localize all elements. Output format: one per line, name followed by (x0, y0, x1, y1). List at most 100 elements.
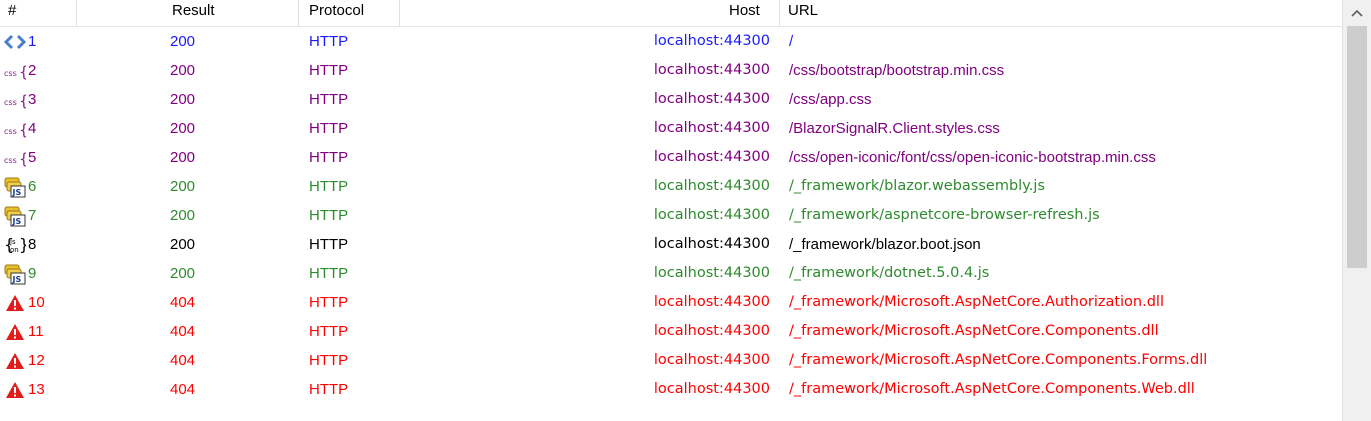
cell-result: 200 (170, 178, 196, 195)
session-list: 1200HTTPlocalhost:44300/css{2200HTTPloca… (0, 27, 1343, 404)
cell-url: /BlazorSignalR.Client.styles.css (789, 120, 1000, 137)
row-number: 8 (28, 236, 37, 253)
cell-host: localhost:44300 (653, 352, 770, 368)
column-divider[interactable] (76, 0, 77, 26)
warning-icon (4, 292, 26, 314)
cell-host: localhost:44300 (653, 294, 770, 310)
row-number: 5 (28, 149, 37, 166)
svg-text:on: on (10, 246, 19, 254)
chevron-up-icon[interactable] (1343, 0, 1371, 26)
cell-num: 10 (4, 288, 74, 317)
cell-protocol: HTTP (309, 265, 349, 282)
column-divider[interactable] (779, 0, 780, 26)
cell-num: 11 (4, 317, 74, 346)
row-number: 6 (28, 178, 37, 195)
table-row[interactable]: css{5200HTTPlocalhost:44300/css/open-ico… (0, 143, 1343, 172)
svg-text:css: css (4, 156, 17, 165)
css-icon: css{ (4, 118, 26, 140)
cell-num: css{5 (4, 143, 74, 172)
row-number: 1 (28, 33, 37, 50)
cell-result: 200 (170, 207, 196, 224)
svg-text:}: } (19, 235, 26, 254)
cell-url: /_framework/aspnetcore-browser-refresh.j… (789, 207, 1100, 223)
table-row[interactable]: css{2200HTTPlocalhost:44300/css/bootstra… (0, 56, 1343, 85)
css-icon: css{ (4, 89, 26, 111)
row-number: 11 (28, 323, 44, 340)
table-row[interactable]: 12 404 HTTP localhost:44300 /_framework/Micr… (0, 346, 1343, 375)
row-number: 3 (28, 91, 37, 108)
svg-text:JS: JS (12, 217, 22, 226)
cell-protocol: HTTP (309, 149, 349, 166)
cell-result: 404 (170, 381, 196, 398)
cell-host: localhost:44300 (653, 265, 770, 281)
cell-num: css{4 (4, 114, 74, 143)
cell-num: 1 (4, 27, 74, 56)
cell-num: css{3 (4, 85, 74, 114)
vertical-scrollbar[interactable] (1342, 0, 1371, 421)
cell-result: 404 (170, 352, 196, 369)
cell-protocol: HTTP (309, 352, 349, 369)
css-icon: css{ (4, 60, 26, 82)
column-header-num[interactable]: # (8, 2, 17, 19)
cell-protocol: HTTP (309, 207, 349, 224)
column-divider[interactable] (399, 0, 400, 26)
cell-url: /_framework/Microsoft.AspNetCore.Compone… (789, 381, 1195, 397)
cell-protocol: HTTP (309, 236, 349, 253)
cell-url: /_framework/blazor.webassembly.js (789, 178, 1045, 194)
cell-num: 13 (4, 375, 74, 404)
svg-text:{: { (19, 92, 26, 109)
cell-url: /_framework/blazor.boot.json (789, 236, 981, 253)
cell-protocol: HTTP (309, 62, 349, 79)
json-icon: {json} (4, 234, 26, 256)
svg-text:css: css (4, 98, 17, 107)
svg-text:{: { (19, 121, 26, 138)
cell-url: / (789, 33, 794, 50)
svg-text:css: css (4, 127, 17, 136)
cell-host: localhost:44300 (653, 120, 770, 136)
table-row[interactable]: {json}8 200 HTTP localhost:44300 /_framework… (0, 230, 1343, 259)
cell-url: /css/bootstrap/bootstrap.min.css (789, 62, 1005, 79)
cell-host: localhost:44300 (653, 178, 770, 194)
cell-url: /css/open-iconic/font/css/open-iconic-bo… (789, 149, 1156, 166)
cell-url: /css/app.css (789, 91, 872, 108)
cell-result: 200 (170, 236, 196, 253)
cell-host: localhost:44300 (653, 236, 770, 252)
column-header-protocol[interactable]: Protocol (309, 2, 365, 19)
row-number: 10 (28, 294, 45, 311)
js-icon: JS (4, 176, 26, 198)
warning-icon (4, 350, 26, 372)
svg-text:JS: JS (12, 275, 22, 284)
column-divider[interactable] (298, 0, 299, 26)
cell-protocol: HTTP (309, 120, 349, 137)
column-header-host[interactable]: Host (729, 2, 760, 19)
cell-protocol: HTTP (309, 91, 349, 108)
cell-num: {json}8 (4, 230, 74, 259)
row-number: 7 (28, 207, 37, 224)
cell-num: css{2 (4, 56, 74, 85)
warning-icon (4, 379, 26, 401)
column-header-result[interactable]: Result (172, 2, 215, 19)
scrollbar-thumb[interactable] (1347, 26, 1367, 268)
cell-url: /_framework/Microsoft.AspNetCore.Compone… (789, 352, 1208, 368)
cell-host: localhost:44300 (653, 149, 770, 165)
cell-protocol: HTTP (309, 294, 349, 311)
cell-result: 404 (170, 294, 196, 311)
cell-result: 200 (170, 120, 196, 137)
svg-text:js: js (9, 238, 16, 246)
cell-host: localhost:44300 (653, 323, 770, 339)
column-header-url[interactable]: URL (788, 2, 819, 19)
table-row[interactable]: css{4 200 HTTP localhost:44300/BlazorSignal… (0, 114, 1343, 143)
cell-url: /_framework/Microsoft.AspNetCore.Compone… (789, 323, 1159, 339)
row-number: 12 (28, 352, 45, 369)
